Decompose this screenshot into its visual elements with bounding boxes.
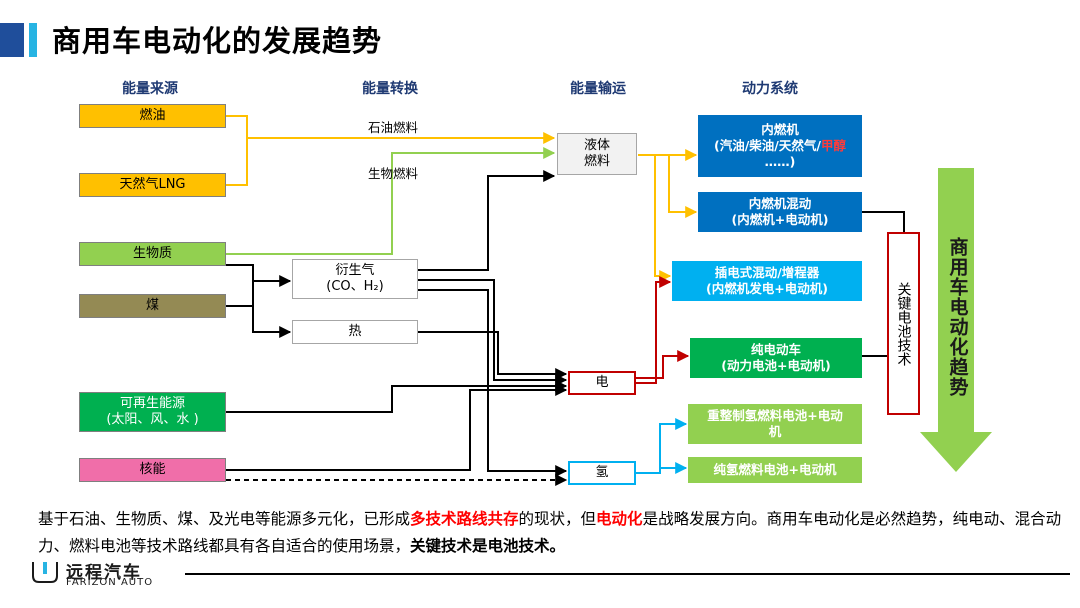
conversion-syngas: 衍生气 (CO、H₂) (292, 259, 418, 299)
logo-subtitle: FARIZON AUTO (66, 577, 154, 588)
highlight-electrification: 电动化 (596, 510, 643, 528)
powertrain-ice: 内燃机 (汽油/柴油/天然气/甲醇 ……) (698, 115, 862, 177)
transport-liquid-fuel: 液体 燃料 (557, 133, 637, 175)
label-bio-fuel: 生物燃料 (368, 166, 419, 181)
highlight-key-tech: 关键技术是电池技术。 (410, 537, 566, 555)
powertrain-reformed-fuel-cell: 重整制氢燃料电池+电动 机 (688, 404, 862, 444)
label-petroleum-fuel: 石油燃料 (368, 120, 419, 135)
page-title: 商用车电动化的发展趋势 (52, 24, 383, 58)
highlight-multi-tech: 多技术路线共存 (410, 510, 519, 528)
column-header-transport: 能量输运 (570, 81, 626, 97)
trend-arrow-shape (920, 168, 992, 472)
ice-tail: ……) (764, 154, 796, 169)
conversion-heat: 热 (292, 320, 418, 344)
column-header-source: 能量来源 (122, 81, 178, 97)
source-nuclear: 核能 (79, 458, 226, 482)
farizon-logo-icon (32, 562, 58, 583)
source-lng: 天然气LNG (79, 173, 226, 197)
column-header-conversion: 能量转换 (362, 81, 418, 97)
powertrain-plugin-hybrid: 插电式混动/增程器 (内燃机发电+电动机) (672, 261, 862, 301)
logo-name: 远程汽车 (66, 563, 142, 583)
title-accent-bar-secondary (29, 23, 37, 57)
ice-fuels: (汽油/柴油/天然气/甲醇 (714, 138, 846, 153)
trend-arrow-label: 商用车电动化趋势 (946, 237, 969, 397)
title-accent-bar (0, 23, 24, 57)
transport-hydrogen: 氢 (568, 461, 636, 485)
powertrain-pure-hydrogen-fuel-cell: 纯氢燃料电池+电动机 (688, 457, 862, 483)
powertrain-ice-hybrid: 内燃机混动 (内燃机+电动机) (698, 192, 862, 232)
source-fuel: 燃油 (79, 104, 226, 128)
source-biomass: 生物质 (79, 242, 226, 266)
summary-paragraph: 基于石油、生物质、煤、及光电等能源多元化，已形成多技术路线共存的现状，但电动化是… (38, 510, 1062, 555)
ice-title: 内燃机 (761, 122, 799, 137)
syngas-formula: (CO、H₂) (326, 279, 384, 294)
footer-divider (185, 573, 1070, 575)
source-coal: 煤 (79, 294, 226, 318)
syngas-label: 衍生气 (335, 263, 375, 278)
ice-methanol: 甲醇 (820, 138, 846, 153)
key-battery-technology: 关键电池技术 (887, 232, 920, 415)
powertrain-bev: 纯电动车 (动力电池+电动机) (690, 338, 862, 378)
column-header-powertrain: 动力系统 (742, 81, 798, 97)
transport-electricity: 电 (568, 371, 636, 395)
source-renewable: 可再生能源 (太阳、风、水 ) (79, 392, 226, 432)
